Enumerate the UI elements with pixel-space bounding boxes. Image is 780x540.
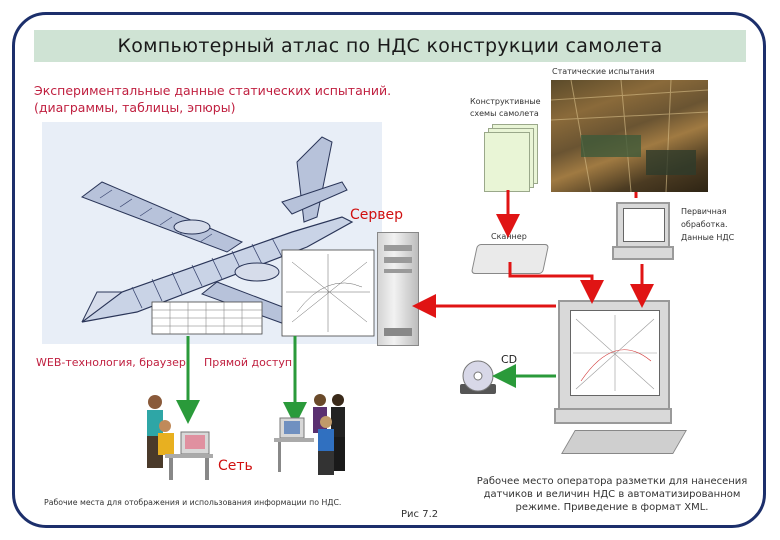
cd-drive-icon — [458, 358, 498, 398]
primary-processing-pc-base — [612, 246, 674, 260]
arrow-scanner-to-operator — [508, 262, 604, 304]
workplace-left-illustration — [125, 392, 215, 484]
slide-frame — [12, 12, 766, 528]
operator-caption-line-3: режиме. Приведение в формат XML. — [515, 502, 709, 513]
figure-number: Рис 7.2 — [401, 509, 439, 520]
direct-access-label: Прямой доступ — [204, 356, 293, 369]
operator-caption-line-2: датчиков и величин НДС в автоматизирован… — [483, 489, 741, 500]
primary-processing-label-3: Данные НДС — [681, 233, 735, 242]
aircraft-diagram-panel — [42, 122, 382, 344]
network-label: Сеть — [218, 458, 253, 474]
aircraft-exploded-view — [80, 136, 375, 337]
schemes-label-1: Конструктивные — [470, 97, 541, 106]
server-label: Сервер — [350, 207, 404, 223]
primary-processing-label-1: Первичная — [681, 207, 727, 216]
workplace-right-illustration — [270, 392, 360, 484]
cd-label: CD — [501, 353, 518, 366]
web-label: WEB-технология, браузер — [36, 356, 186, 369]
operator-caption: Рабочее место оператора разметки для нан… — [458, 475, 766, 514]
operator-pc-base — [554, 408, 672, 424]
server-icon — [377, 232, 419, 346]
static-tests-label: Статические испытания — [552, 67, 655, 76]
primary-processing-monitor-icon — [616, 202, 670, 248]
page-title: Компьютерный атлас по НДС конструкции са… — [117, 35, 663, 57]
operator-caption-line-1: Рабочее место оператора разметки для нан… — [476, 476, 748, 487]
schemes-label-2: схемы самолета — [470, 109, 539, 118]
operator-monitor-icon — [558, 300, 670, 410]
experiment-caption: Экспериментальные данные статических исп… — [34, 83, 392, 115]
primary-processing-label-2: обработка. — [681, 220, 728, 229]
static-tests-photo — [550, 79, 709, 193]
title-bar: Компьютерный атлас по НДС конструкции са… — [34, 30, 746, 62]
workplaces-caption: Рабочие места для отображения и использо… — [44, 498, 342, 507]
